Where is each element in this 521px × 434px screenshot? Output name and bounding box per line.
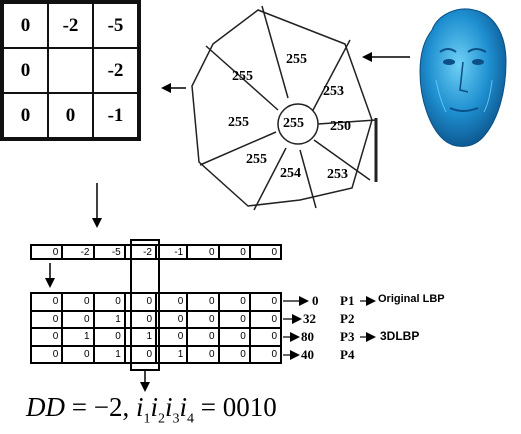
formula: DD = −2, i1i2i3i4 = 0010	[26, 392, 277, 427]
neighbor-value: 255	[232, 69, 253, 84]
formula-i: i	[179, 392, 188, 422]
bit-cell: 0	[218, 328, 250, 346]
spokes	[199, 5, 377, 211]
bit-cell: 0	[156, 328, 188, 346]
center-circle	[277, 103, 319, 145]
neighbor-value: 250	[330, 119, 351, 134]
row-value: 40	[301, 347, 314, 362]
neighbor-value: 255	[286, 52, 307, 67]
difference-sequence: 0 -2 -5 -2 -1 0 0 0	[30, 244, 282, 260]
bit-cell: 1	[156, 345, 188, 363]
bit-cell: 0	[62, 293, 94, 311]
sequence-cell: -5	[93, 245, 125, 259]
bit-cell: 0	[31, 310, 63, 328]
bit-cell: 0	[187, 328, 219, 346]
row-value: 80	[301, 329, 314, 344]
grid-cell: 0	[48, 93, 93, 138]
grid-cell: 0	[3, 93, 48, 138]
bit-cell: 0	[124, 345, 156, 363]
neighbor-value: 253	[327, 167, 348, 182]
bit-cell: 0	[62, 345, 94, 363]
bit-cell: 0	[156, 310, 188, 328]
bit-cell: 0	[218, 310, 250, 328]
bit-cell: 0	[249, 293, 281, 311]
plane-label: P2	[340, 311, 355, 326]
formula-dd-value: −2,	[93, 392, 130, 422]
bit-planes-table: 0 0 0 0 0 0 0 0 0 0 1 0 0 0 0 0 0 1 0 1 …	[30, 292, 282, 364]
plane-tag: Original LBP	[378, 293, 445, 305]
bit-cell: 0	[93, 328, 125, 346]
bit-cell: 0	[218, 345, 250, 363]
sequence-cell: -1	[156, 245, 188, 259]
grid-cell: -2	[48, 3, 93, 48]
formula-sub: 2	[158, 411, 165, 427]
face-mesh-icon	[419, 8, 507, 147]
bit-cell: 0	[249, 345, 281, 363]
plane-tag: 3DLBP	[380, 329, 420, 343]
sequence-cell: 0	[249, 245, 281, 259]
sequence-cell: 0	[187, 245, 219, 259]
formula-lhs: DD	[26, 392, 65, 422]
grid-cell: 0	[3, 48, 48, 93]
grid-cell: -5	[93, 3, 138, 48]
neighborhood-polygon	[191, 9, 373, 207]
row-value: 0	[312, 293, 319, 308]
sequence-cell: 0	[31, 245, 63, 259]
plane-label: P3	[340, 329, 355, 344]
formula-i: i	[150, 392, 158, 422]
plane-label: P4	[340, 347, 355, 362]
bit-cell: 0	[187, 310, 219, 328]
grid-cell: -2	[93, 48, 138, 93]
bit-cell: 0	[31, 293, 63, 311]
highlighted-column	[130, 239, 160, 371]
bit-cell: 0	[187, 345, 219, 363]
grid-cell-center	[48, 48, 93, 93]
bit-cell: 0	[187, 293, 219, 311]
bit-cell: 0	[31, 345, 63, 363]
formula-sub: 1	[143, 411, 151, 427]
bit-cell: 0	[124, 310, 156, 328]
bit-cell: 0	[249, 310, 281, 328]
sequence-cell: -2	[124, 245, 156, 259]
bit-cell: 0	[31, 328, 63, 346]
bit-cell: 0	[124, 293, 156, 311]
neighbor-value: 253	[323, 84, 344, 99]
grid-cell: 0	[3, 3, 48, 48]
formula-rhs: 0010	[222, 392, 277, 422]
bit-cell: 1	[62, 328, 94, 346]
bit-cell: 1	[93, 310, 125, 328]
neighbor-value: 254	[280, 166, 301, 181]
formula-i: i	[135, 392, 144, 422]
bit-cell: 0	[218, 293, 250, 311]
formula-sub: 4	[187, 411, 195, 427]
row-arrows	[283, 296, 376, 360]
row-value: 32	[303, 311, 316, 326]
bit-cell: 0	[93, 293, 125, 311]
difference-grid: 0 -2 -5 0 -2 0 0 -1	[0, 0, 141, 141]
bit-cell: 0	[249, 328, 281, 346]
grid-cell: -1	[93, 93, 138, 138]
bit-cell: 1	[124, 328, 156, 346]
bit-cell: 0	[156, 293, 188, 311]
plane-label: P1	[340, 293, 355, 308]
neighbor-value: 255	[228, 115, 249, 130]
center-value: 255	[283, 116, 304, 131]
bit-cell: 1	[93, 345, 125, 363]
sequence-cell: 0	[218, 245, 250, 259]
bit-cell: 0	[62, 310, 94, 328]
neighbor-value: 255	[246, 152, 267, 167]
formula-sub: 3	[172, 411, 180, 427]
sequence-cell: -2	[62, 245, 94, 259]
formula-i: i	[165, 392, 173, 422]
